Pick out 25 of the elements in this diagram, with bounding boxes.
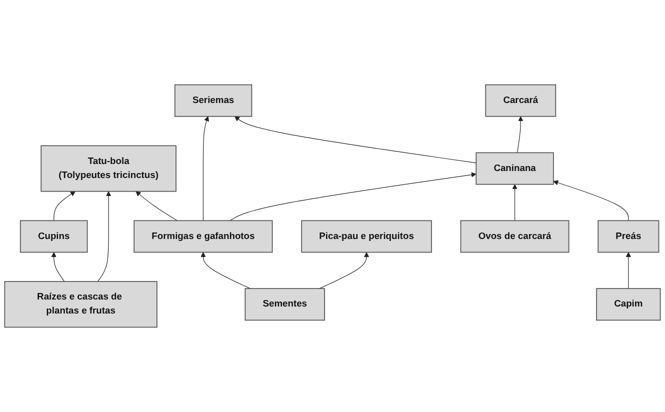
node-box: Carcará [485, 84, 556, 117]
arrow [319, 252, 370, 289]
arrow [626, 252, 631, 289]
arrow [230, 172, 476, 221]
arrow [516, 116, 524, 153]
arrow [553, 180, 629, 221]
arrow [202, 116, 210, 221]
arrow [200, 252, 251, 289]
node-box: Pica-pau e periquitos [301, 220, 432, 253]
arrow [512, 184, 518, 221]
node-box: Tatu-bola (Tolypeutes tricinctus) [40, 145, 176, 192]
arrow [54, 191, 76, 221]
node-box: Caninana [476, 152, 554, 185]
arrow [136, 191, 178, 221]
node-box: Raízes e cascas de plantas e frutas [4, 281, 158, 328]
arrow [97, 191, 112, 282]
node-box: Ovos de carcará [460, 220, 570, 253]
node-box: Formigas e gafanhotos [134, 220, 273, 253]
arrow [234, 116, 476, 164]
node-box: Cupins [20, 220, 88, 253]
node-box: Capim [596, 288, 661, 321]
node-box: Sementes [244, 288, 325, 321]
arrow [51, 252, 65, 282]
node-box: Seriemas [174, 84, 252, 117]
node-box: Preás [598, 220, 660, 253]
